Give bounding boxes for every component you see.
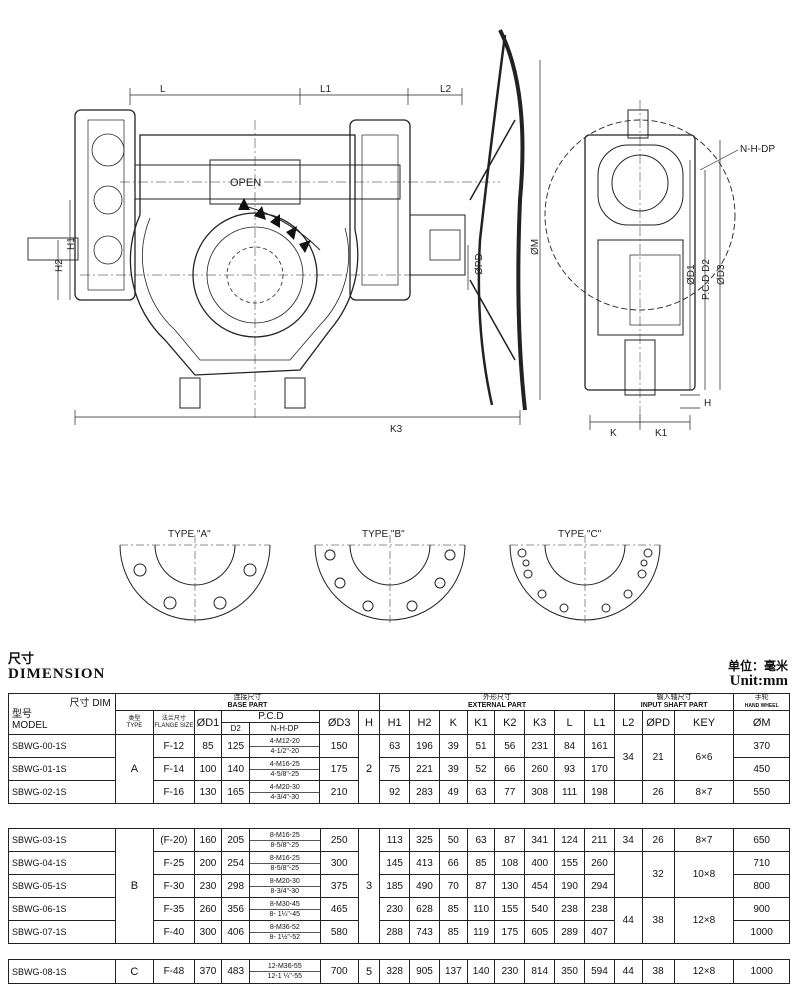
nhdp-header: N-H-DP [249, 722, 321, 735]
k2-header: K2 [494, 710, 526, 735]
dim-label-l: L [160, 84, 166, 95]
pcd-header: P.C.D [221, 710, 321, 723]
dim-label-k3: K3 [390, 424, 403, 435]
pd-header: ØPD [641, 710, 675, 735]
dim-label-h2: H2 [54, 259, 65, 272]
open-label: OPEN [230, 177, 261, 189]
dim-label-k1: K1 [655, 428, 668, 439]
dim-label-nhdp: N-H-DP [740, 144, 775, 155]
l2-header: L2 [613, 710, 643, 735]
dim-label-m: ØM [530, 239, 541, 255]
dim-label-h: H [704, 398, 711, 409]
flange-type-c-label: TYPE "C" [558, 529, 602, 540]
d2-header: D2 [221, 722, 251, 735]
unit-label-cn: 单位：毫米 [727, 659, 788, 673]
dim-label-pcd-d2: P.C.D D2 [701, 259, 712, 300]
h1-header: H1 [379, 710, 411, 735]
m-header: ØM [733, 710, 790, 735]
left-gear-cover [74, 109, 136, 301]
type-c-cell: C [114, 959, 155, 984]
dim-label-l2: L2 [440, 84, 452, 95]
h2-header: H2 [409, 710, 440, 735]
h-header: H [357, 710, 381, 735]
type-b-cell: B [114, 828, 155, 944]
gearbox-housing [129, 134, 359, 376]
k1-header: K1 [466, 710, 496, 735]
dimension-title-en: DIMENSION [8, 666, 106, 682]
dimension-title-cn: 尺寸 [8, 651, 35, 666]
gearbox-inner [142, 217, 350, 361]
type-a-cell: A [114, 734, 155, 804]
d1-header: ØD1 [193, 710, 223, 735]
unit-label: 单位：毫米 Unit:mm [728, 660, 788, 690]
dim-label-l1: L1 [320, 84, 332, 95]
model-dim-header: 尺寸 DIM 型号 MODEL [8, 693, 116, 735]
right-bearing-housing [349, 119, 411, 301]
dim-label-h1: H1 [66, 237, 77, 250]
l1-header: L1 [583, 710, 615, 735]
technical-drawing: L L1 L2 H1 H2 ØPD ØM K3 K K1 H N-H-DP ØD… [27, 29, 775, 625]
flange-type-a [119, 535, 271, 625]
dim-label-pd: ØPD [474, 253, 485, 275]
dimension-title: 尺寸 DIMENSION [8, 652, 105, 683]
dim-label-d3: ØD3 [716, 264, 727, 285]
k-header: K [438, 710, 468, 735]
flange-type-c [509, 535, 661, 625]
unit-label-en: Unit:mm [729, 673, 788, 689]
h-type-a-cell: 2 [357, 734, 381, 804]
h-type-b-cell: 3 [357, 828, 381, 944]
dim-label-d1: ØD1 [686, 264, 697, 285]
dim-label-k: K [610, 428, 617, 439]
key-header: KEY [673, 710, 735, 735]
k3-header: K3 [524, 710, 556, 735]
handwheel [498, 29, 527, 411]
l-header: L [554, 710, 585, 735]
flange-type-b-label: TYPE "B" [362, 529, 405, 540]
flange-type-a-label: TYPE "A" [168, 529, 211, 540]
flange-type-b [314, 535, 466, 625]
d3-header: ØD3 [319, 710, 359, 735]
